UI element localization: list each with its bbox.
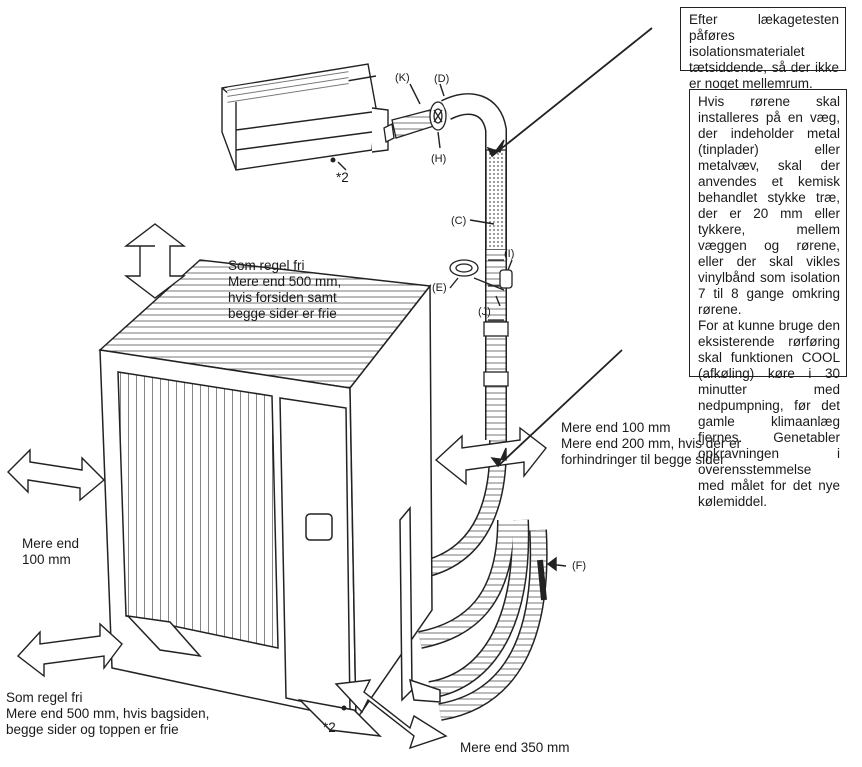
part-label-i: (I)	[504, 248, 515, 260]
footnote-mark-outdoor: *2	[323, 720, 336, 735]
drain-hoses	[417, 439, 548, 721]
clearance-arrows	[7, 223, 547, 750]
arrow-left	[7, 448, 106, 502]
arrow-top	[123, 223, 187, 299]
part-label-j: (J)	[478, 306, 491, 318]
clearance-left-line-2: 100 mm	[22, 552, 71, 567]
clearance-back-line-3: begge sider og toppen er frie	[6, 722, 179, 737]
part-label-k: (K)	[395, 72, 410, 84]
part-label-f: (F)	[572, 560, 587, 572]
clearance-top-line-2: Mere end 500 mm,	[228, 274, 342, 289]
clearance-top-line-4: begge sider er frie	[228, 306, 337, 321]
clearance-back-line-1: Som regel fri	[6, 690, 83, 705]
arrow-front	[334, 679, 448, 750]
clearance-front: Mere end 350 mm	[460, 740, 570, 755]
part-label-d: (D)	[434, 73, 450, 85]
part-label-e: (E)	[432, 282, 447, 294]
footnote-mark-indoor: *2	[336, 170, 349, 185]
pipe-clamp	[449, 259, 513, 291]
clearance-top-line-3: hvis forsiden samt	[228, 290, 337, 305]
note-wall-piping: Hvis rørene skal installeres på en væg, …	[689, 89, 847, 509]
clearance-right-line-1: Mere end 100 mm	[561, 420, 671, 435]
note-insulation: Efter lækagetesten påføres isolationsmat…	[680, 7, 846, 91]
pipe-bundle	[441, 93, 509, 440]
leader-lines	[337, 27, 653, 572]
indoor-unit	[221, 63, 389, 171]
clearance-right-line-2: Mere end 200 mm, hvis der er	[561, 436, 742, 451]
part-label-c: (C)	[451, 215, 467, 227]
clearance-back-line-2: Mere end 500 mm, hvis bagsiden,	[6, 706, 210, 721]
clearance-top-line-1: Som regel fri	[228, 258, 305, 273]
indoor-pipe-connection	[383, 101, 447, 143]
outdoor-unit	[98, 259, 441, 738]
arrow-right	[434, 426, 547, 486]
part-label-h: (H)	[431, 153, 447, 165]
clearance-left-line-1: Mere end	[22, 536, 80, 551]
arrow-back	[16, 622, 123, 678]
clearance-right-line-3: forhindringer til begge sider	[561, 452, 725, 467]
